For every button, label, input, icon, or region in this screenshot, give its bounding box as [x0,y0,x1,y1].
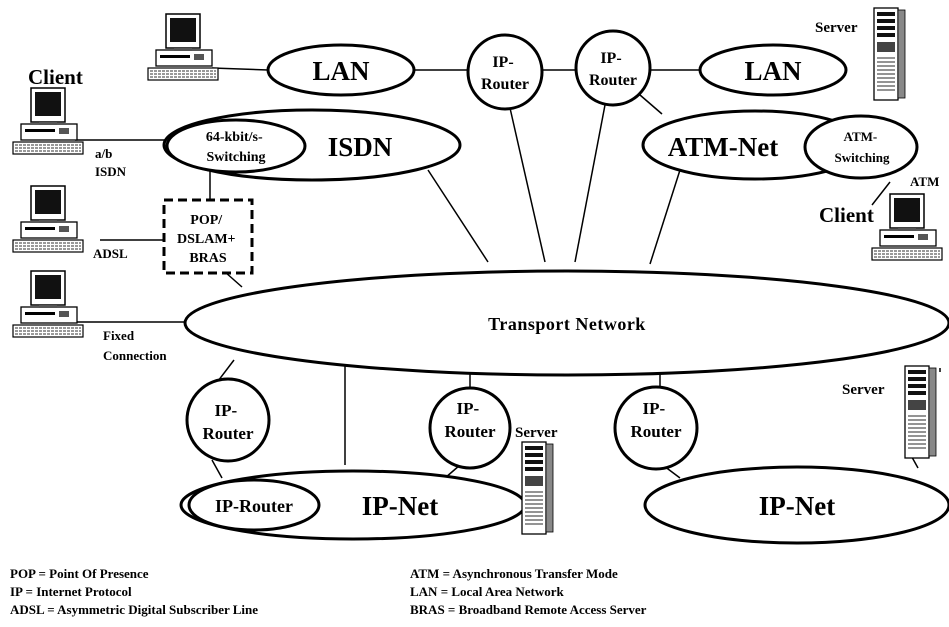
isdn-small-label: ISDN [95,164,127,179]
legend-item: ADSL = Asymmetric Digital Subscriber Lin… [10,602,259,617]
pop-dslam-bras-box [162,198,254,275]
lan-top-right-ellipse [698,43,848,97]
ab-label: a/b [95,146,112,161]
lan-top-left-ellipse [266,43,416,97]
server-mid-label: Server [515,425,558,441]
client-right-label: Client [819,203,874,227]
computer-icon [12,185,84,253]
computer-icon [12,270,84,338]
fixed-connection-label: Fixed Connection [103,328,167,363]
switching-64k-ellipse [165,118,307,174]
computer-icon [12,87,84,155]
router-bottom-1-label: IP- Router [203,401,254,443]
router-top-1-label: IP- Router [481,54,529,93]
computer-icon [147,13,219,81]
ip-net-right-label: IP-Net [759,491,835,521]
lan-top-left-label: LAN [312,56,370,86]
router-bottom-1-circle [185,377,271,463]
legend-right: ATM = Asynchronous Transfer Mode LAN = L… [410,565,646,619]
atm-net-label: ATM-Net [668,132,778,162]
computer-icon [871,193,943,261]
server-right-label: Server [842,382,885,398]
atm-switching-label: ATM- Switching [835,129,890,165]
router-bottom-2-label: IP- Router [445,399,496,441]
legend-item: ATM = Asynchronous Transfer Mode [410,566,618,581]
ip-router-inner-ellipse [187,478,321,532]
switching-64k-label: 64-kbit/s- Switching [206,130,266,165]
lan-top-right-label: LAN [744,56,802,86]
router-bottom-2-circle [428,386,512,470]
atm-switching-ellipse [803,114,919,180]
atm-small-label: ATM [910,174,939,189]
client-left-label: Client [28,65,83,89]
pop-box-label: POP/ DSLAM+ BRAS [177,213,239,266]
server-tower-icon [904,365,937,459]
isdn-label: ISDN [328,132,393,162]
server-tower-icon [521,441,554,535]
network-shapes [162,29,949,545]
ip-net-right-ellipse [643,465,949,545]
transport-network-ellipse [183,269,949,377]
router-top-1-circle [466,33,544,111]
ip-router-inner-label: IP-Router [215,496,293,516]
server-top-label: Server [815,20,858,36]
router-bottom-3-circle [613,385,699,471]
legend-item: IP = Internet Protocol [10,584,132,599]
ip-net-left-label: IP-Net [362,491,438,521]
adsl-label: ADSL [93,246,128,261]
router-top-2-label: IP- Router [589,50,637,89]
legend-item: LAN = Local Area Network [410,584,564,599]
router-bottom-3-label: IP- Router [631,399,682,441]
legend-item: BRAS = Broadband Remote Access Server [410,602,647,617]
server-tower-icon [873,7,906,101]
connection-lines [60,67,941,506]
legend-item: POP = Point Of Presence [10,566,149,581]
legend-left: POP = Point Of Presence IP = Internet Pr… [10,565,258,619]
transport-network-label: Transport Network [488,314,646,334]
router-top-2-circle [574,29,652,107]
